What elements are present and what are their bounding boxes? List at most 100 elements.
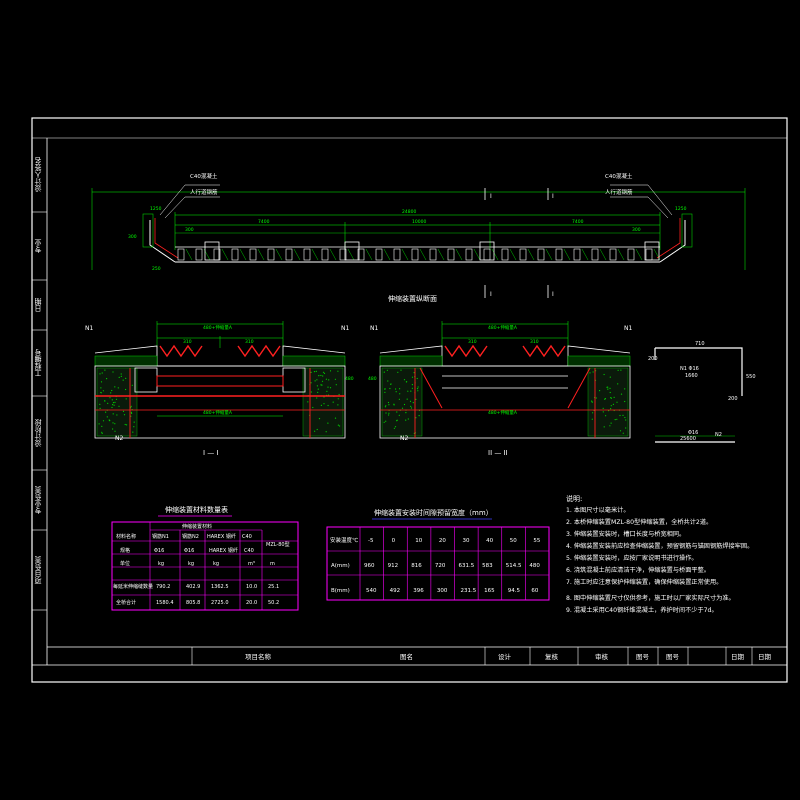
d1-dim-top: 480+伸缩量A: [203, 324, 233, 331]
joint-block: [344, 241, 360, 261]
label-rebar-right: 人行道钢筋: [605, 188, 633, 196]
gt-a-cell: 480: [529, 563, 540, 569]
deck-segment: [555, 248, 563, 261]
dim-sub-left-text: 300: [185, 227, 194, 233]
note-5: 5. 伸缩装置安装时，应按厂家说明书进行操作。: [566, 555, 698, 562]
deck-segment: [267, 248, 275, 261]
side-title-6: 专业负责: [34, 486, 42, 514]
deck-segment: [231, 248, 239, 261]
dim-height-text: 300: [128, 234, 137, 240]
joint-block: [479, 241, 495, 261]
mt-cell: 1362.5: [211, 584, 229, 590]
title-bar: [47, 646, 787, 665]
gt-header-label: 安装温度℃: [330, 536, 358, 544]
side-title-4: 工程编号: [34, 349, 42, 377]
deck-segment: [609, 248, 617, 261]
rb-n2-len: 25600: [680, 436, 696, 442]
right-slope: [659, 220, 686, 263]
mt-row-spec-label: 规格: [120, 547, 130, 554]
deck-segment: [465, 248, 473, 261]
mt-row-1-label: 每延米伸缩缝数量: [113, 583, 153, 590]
deck-segment: [501, 248, 509, 261]
deck-segment: [483, 248, 491, 261]
gt-temp: -5: [368, 538, 374, 544]
dim-bottom-left-text: 250: [152, 266, 161, 272]
mt-row-2-label: 全桥合计: [116, 599, 136, 606]
label-rebar-left: 人行道钢筋: [190, 188, 218, 196]
gt-b-cell: 300: [437, 588, 448, 594]
gt-temp: 30: [463, 538, 470, 544]
side-title-3: 日期: [34, 298, 42, 312]
deck-segment: [627, 248, 635, 261]
d2-dim-left: 310: [468, 339, 477, 345]
mt-cell: Φ16: [154, 548, 164, 554]
d2-n1-left: N1: [370, 325, 378, 332]
mt-row-unit-label: 单位: [120, 560, 130, 567]
d1-dim-right: 310: [245, 339, 254, 345]
gt-temp: 10: [415, 538, 422, 544]
d2-n1-right: N1: [624, 325, 632, 332]
mt-header-material: 材料名称: [116, 533, 136, 540]
dim-mid-text: 10000: [412, 219, 426, 225]
deck-segment: [303, 248, 311, 261]
note-9: 9. 混凝土采用C40钢纤维混凝土，养护时间不少于7d。: [566, 607, 718, 614]
tb-drawing-name: 图名: [400, 652, 413, 661]
side-title-strip: [32, 211, 47, 611]
gt-b-cell: 396: [413, 588, 424, 594]
tb-design: 设计: [498, 652, 512, 661]
d2-dim-top: 480+伸缩量A: [488, 324, 518, 331]
gt-temp: 50: [510, 538, 517, 544]
mt-sub-header: C40: [242, 534, 252, 540]
mt-sub-header: 钢筋N1: [152, 533, 169, 540]
dim-left-top-text: 1250: [150, 206, 162, 212]
mt-cell: kg: [213, 561, 219, 567]
mt-cell: 790.2: [156, 584, 170, 590]
mt-last-header: MZL-80型: [266, 541, 290, 548]
section-view-title: 伸缩装置纵断面: [388, 294, 437, 303]
d1-dim-side: 480: [345, 376, 354, 382]
note-7: 7. 施工时应注意保护伸缩装置，确保伸缩装置正常使用。: [566, 579, 723, 586]
material-table-title: 伸缩装置材料数量表: [165, 505, 228, 514]
deck-segment: [393, 248, 401, 261]
mt-cell: 10.0: [246, 584, 257, 590]
dim-sub-right-text: 300: [632, 227, 641, 233]
deck-segment: [573, 248, 581, 261]
joint-block: [204, 241, 220, 261]
note-4: 4. 伸缩装置安装前应检查伸缩装置，预留钢筋与锚固钢筋焊接牢固。: [566, 543, 754, 550]
cut-mark-2: I: [552, 193, 554, 200]
rb-dim-right: 550: [746, 374, 756, 380]
tb-approve: 审核: [595, 652, 609, 661]
rb-dim-bottom: 200: [728, 396, 738, 402]
mt-cell: 1580.4: [156, 600, 174, 606]
d2-dim-right: 310: [530, 339, 539, 345]
tb-drawing-no-value: 图号: [666, 653, 680, 661]
rb-bar-label: N1 Φ16: [680, 366, 699, 372]
joint-block: [644, 241, 660, 261]
deck-segment: [429, 248, 437, 261]
deck-segment: [447, 248, 455, 261]
gt-b-cell: 231.5: [461, 588, 477, 594]
mt-cell: 20.0: [246, 600, 257, 606]
deck-segment: [375, 248, 383, 261]
outer-frame: [31, 117, 788, 683]
gt-row-a-label: A(mm): [331, 563, 350, 569]
mt-cell: 2725.0: [211, 600, 229, 606]
gt-temp: 0: [392, 538, 396, 544]
dim-total-text: 24800: [402, 209, 416, 215]
gt-temp: 55: [533, 538, 540, 544]
mt-cell: 402.9: [186, 584, 200, 590]
note-8: 8. 图中伸缩装置尺寸仅供参考，施工时以厂家实际尺寸为准。: [566, 595, 735, 602]
note-3: 3. 伸缩装置安装时，槽口长度与桥宽相同。: [566, 531, 686, 538]
tb-review: 复核: [545, 652, 559, 661]
deck-segment: [177, 248, 185, 261]
gt-temp: 20: [439, 538, 446, 544]
deck-segment: [519, 248, 527, 261]
detail-section-2: 480+伸缩量A 310 310 480+伸缩量A N1 N1 N2 480 I…: [368, 321, 632, 457]
gt-a-cell: 960: [364, 563, 375, 569]
cut-mark-3: I: [490, 291, 492, 298]
rb-dim-top: 710: [695, 341, 705, 347]
rb-n2-label: Φ16: [688, 430, 698, 436]
gap-table-title: 伸缩装置安装时间隙预留宽度（mm）: [374, 508, 493, 517]
gt-a-cell: 631.5: [459, 563, 475, 569]
